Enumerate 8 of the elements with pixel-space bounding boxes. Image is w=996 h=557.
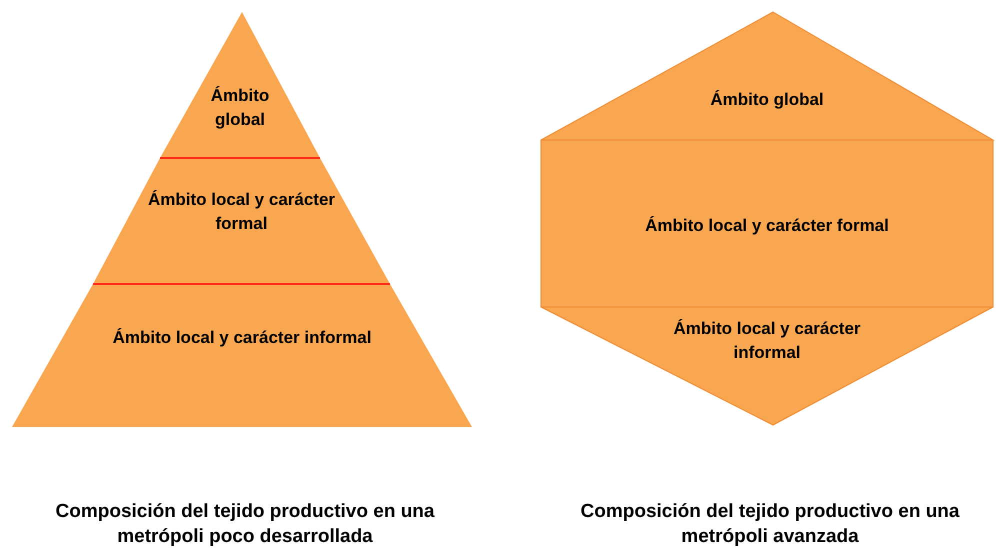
caption: Composición del tejido productivo en una metrópoli poco desarrollada bbox=[54, 500, 436, 549]
caption: Composición del tejido productivo en una metrópoli avanzada bbox=[580, 500, 960, 549]
band-label: Ámbito local y carácter formal bbox=[146, 189, 336, 235]
band-label: Ámbito local y carácter informal bbox=[672, 318, 862, 364]
band-label: Ámbito local y carácter informal bbox=[112, 327, 372, 349]
band-label: Ámbito global bbox=[210, 85, 270, 131]
band-label: Ámbito global bbox=[709, 89, 825, 111]
band-label: Ámbito local y carácter formal bbox=[644, 215, 890, 237]
